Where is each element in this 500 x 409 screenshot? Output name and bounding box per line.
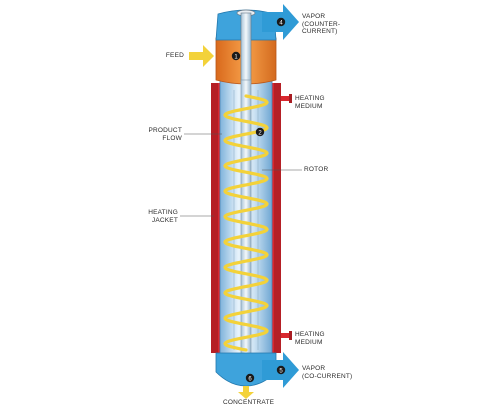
- label-feed: FEED: [165, 52, 184, 59]
- label-vapor-bottom: VAPOR (CO-CURRENT): [302, 365, 353, 380]
- leader-lines: [180, 133, 302, 217]
- label-vapor-top: VAPOR (COUNTER- CURRENT): [302, 13, 341, 35]
- marker-6-text: 6: [248, 376, 252, 382]
- marker-4-text: 4: [279, 20, 283, 26]
- feed-arrow: [189, 45, 214, 67]
- heating-medium-nozzle-top: [281, 94, 292, 103]
- label-rotor: ROTOR: [304, 166, 329, 173]
- marker-5-text: 5: [279, 368, 283, 374]
- concentrate-arrow: [238, 386, 254, 399]
- marker-5: 5: [276, 365, 286, 374]
- marker-2-text: 2: [258, 130, 262, 136]
- rotor-drive-top: [236, 9, 256, 84]
- marker-6: 6: [245, 373, 255, 382]
- marker-1: 1: [231, 51, 241, 60]
- label-heating-jacket: HEATING JACKET: [148, 209, 178, 224]
- label-product-flow: PRODUCT FLOW: [148, 127, 182, 142]
- label-concentrate: CONCENTRATE: [223, 399, 275, 406]
- product-flow-spiral: [223, 94, 269, 352]
- label-heating-medium-top: HEATING MEDIUM: [295, 95, 325, 110]
- marker-2: 2: [255, 127, 265, 136]
- heating-medium-nozzle-bottom: [281, 331, 292, 340]
- marker-1-text: 1: [234, 54, 238, 60]
- label-heating-medium-bottom: HEATING MEDIUM: [295, 331, 325, 346]
- marker-4: 4: [276, 17, 286, 26]
